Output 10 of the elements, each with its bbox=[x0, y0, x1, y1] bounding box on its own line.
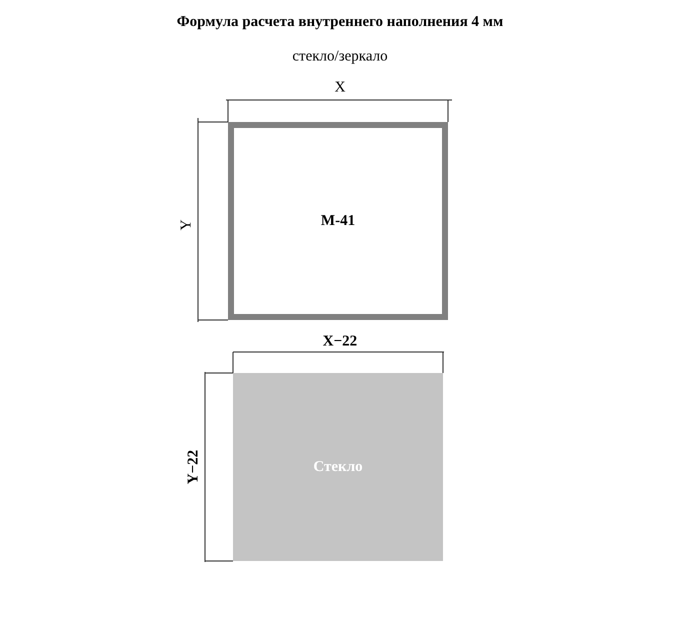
frame-box bbox=[228, 122, 448, 320]
dimension-label: Y bbox=[180, 220, 194, 230]
dimension-label: X bbox=[334, 80, 346, 96]
part-label: Стекло bbox=[313, 458, 363, 476]
dimension-label: Y−22 bbox=[186, 450, 202, 484]
glass-panel bbox=[233, 373, 443, 561]
subtitle: стекло/зеркало bbox=[292, 50, 388, 64]
title: Формула расчета внутреннего наполнения 4 мм bbox=[176, 14, 504, 31]
part-label: M-41 bbox=[320, 212, 356, 230]
dimension-label: X−22 bbox=[322, 334, 358, 350]
